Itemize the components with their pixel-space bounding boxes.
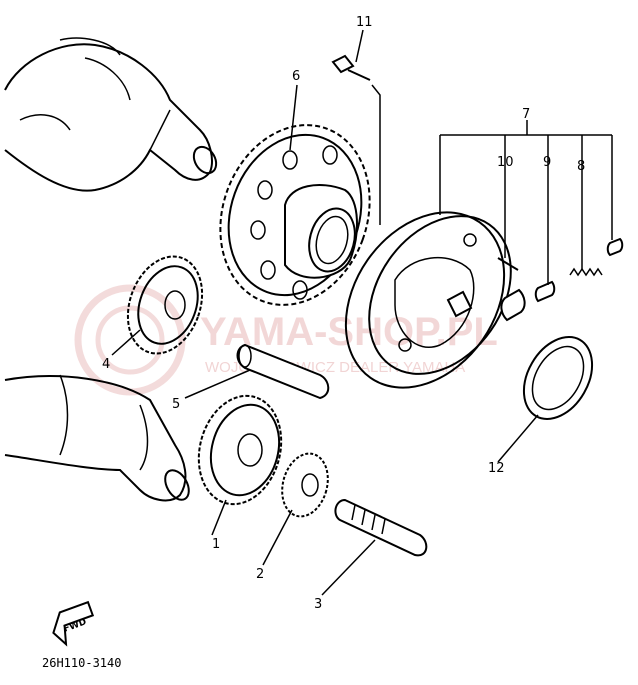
- idler-gear-2: [197, 394, 283, 506]
- idler-gear-1: [126, 255, 204, 355]
- washer: [522, 336, 594, 420]
- callout-7: 7: [522, 107, 530, 122]
- callout-1: 1: [212, 537, 220, 552]
- callout-4: 4: [102, 357, 110, 372]
- forward-arrow-icon: FWD: [52, 600, 95, 647]
- callout-12: 12: [488, 461, 505, 476]
- clutch-plunger: [534, 280, 556, 303]
- starter-wheel-gear: [219, 124, 371, 306]
- callout-8: 8: [577, 159, 585, 174]
- clutch-pin: [497, 257, 519, 271]
- callout-3: 3: [314, 597, 322, 612]
- clutch-roller: [500, 288, 526, 322]
- clutch-spring: [569, 267, 603, 277]
- callout-2: 2: [256, 567, 264, 582]
- callout-11: 11: [356, 15, 373, 30]
- callout-5: 5: [172, 397, 180, 412]
- leader-lines: [111, 29, 613, 596]
- callout-9: 9: [543, 155, 551, 170]
- starter-clutch-housing: [344, 211, 512, 389]
- idler-gear-3: [281, 452, 329, 518]
- crankshaft: [4, 37, 218, 192]
- drawing-code: 26H110-3140: [42, 656, 121, 670]
- callout-10: 10: [497, 155, 514, 170]
- callout-labels: 1 2 3 4 5 6 7 8 9 10 11 12: [102, 15, 585, 612]
- clutch-cap: [606, 237, 624, 257]
- callout-6: 6: [292, 69, 300, 84]
- clutch-bolt: [331, 54, 371, 81]
- idler-shaft: [236, 343, 330, 400]
- splined-shaft: [334, 498, 428, 557]
- balancer-shaft: [4, 374, 190, 502]
